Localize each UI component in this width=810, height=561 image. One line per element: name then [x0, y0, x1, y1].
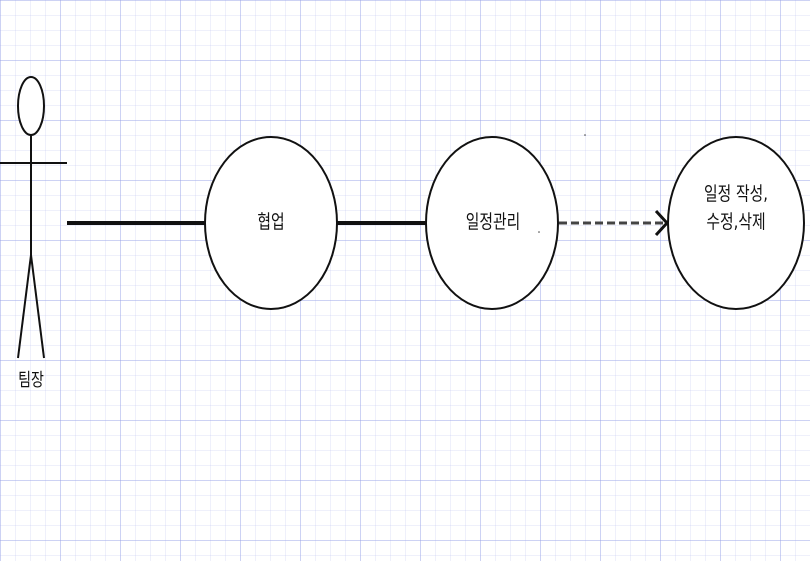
use-case-collab[interactable] [204, 136, 338, 310]
use-case-crud-label-line2: 수정,삭제 [706, 211, 766, 233]
actor-team-leader[interactable] [0, 76, 67, 359]
actor-right-leg [30, 254, 45, 359]
actor-label: 팀장 [18, 370, 44, 391]
speck [584, 134, 586, 136]
actor-left-leg [17, 254, 32, 359]
use-case-crud-label-line1: 일정 작성, [704, 183, 768, 205]
use-case-collab-label: 협업 [257, 211, 285, 233]
use-case-crud-label: 일정 작성, 수정,삭제 [683, 180, 789, 236]
actor-head [17, 76, 45, 136]
use-case-crud[interactable] [667, 136, 805, 310]
speck [538, 231, 540, 233]
use-case-schedule[interactable] [425, 136, 559, 310]
use-case-schedule-label: 일정관리 [465, 211, 521, 233]
